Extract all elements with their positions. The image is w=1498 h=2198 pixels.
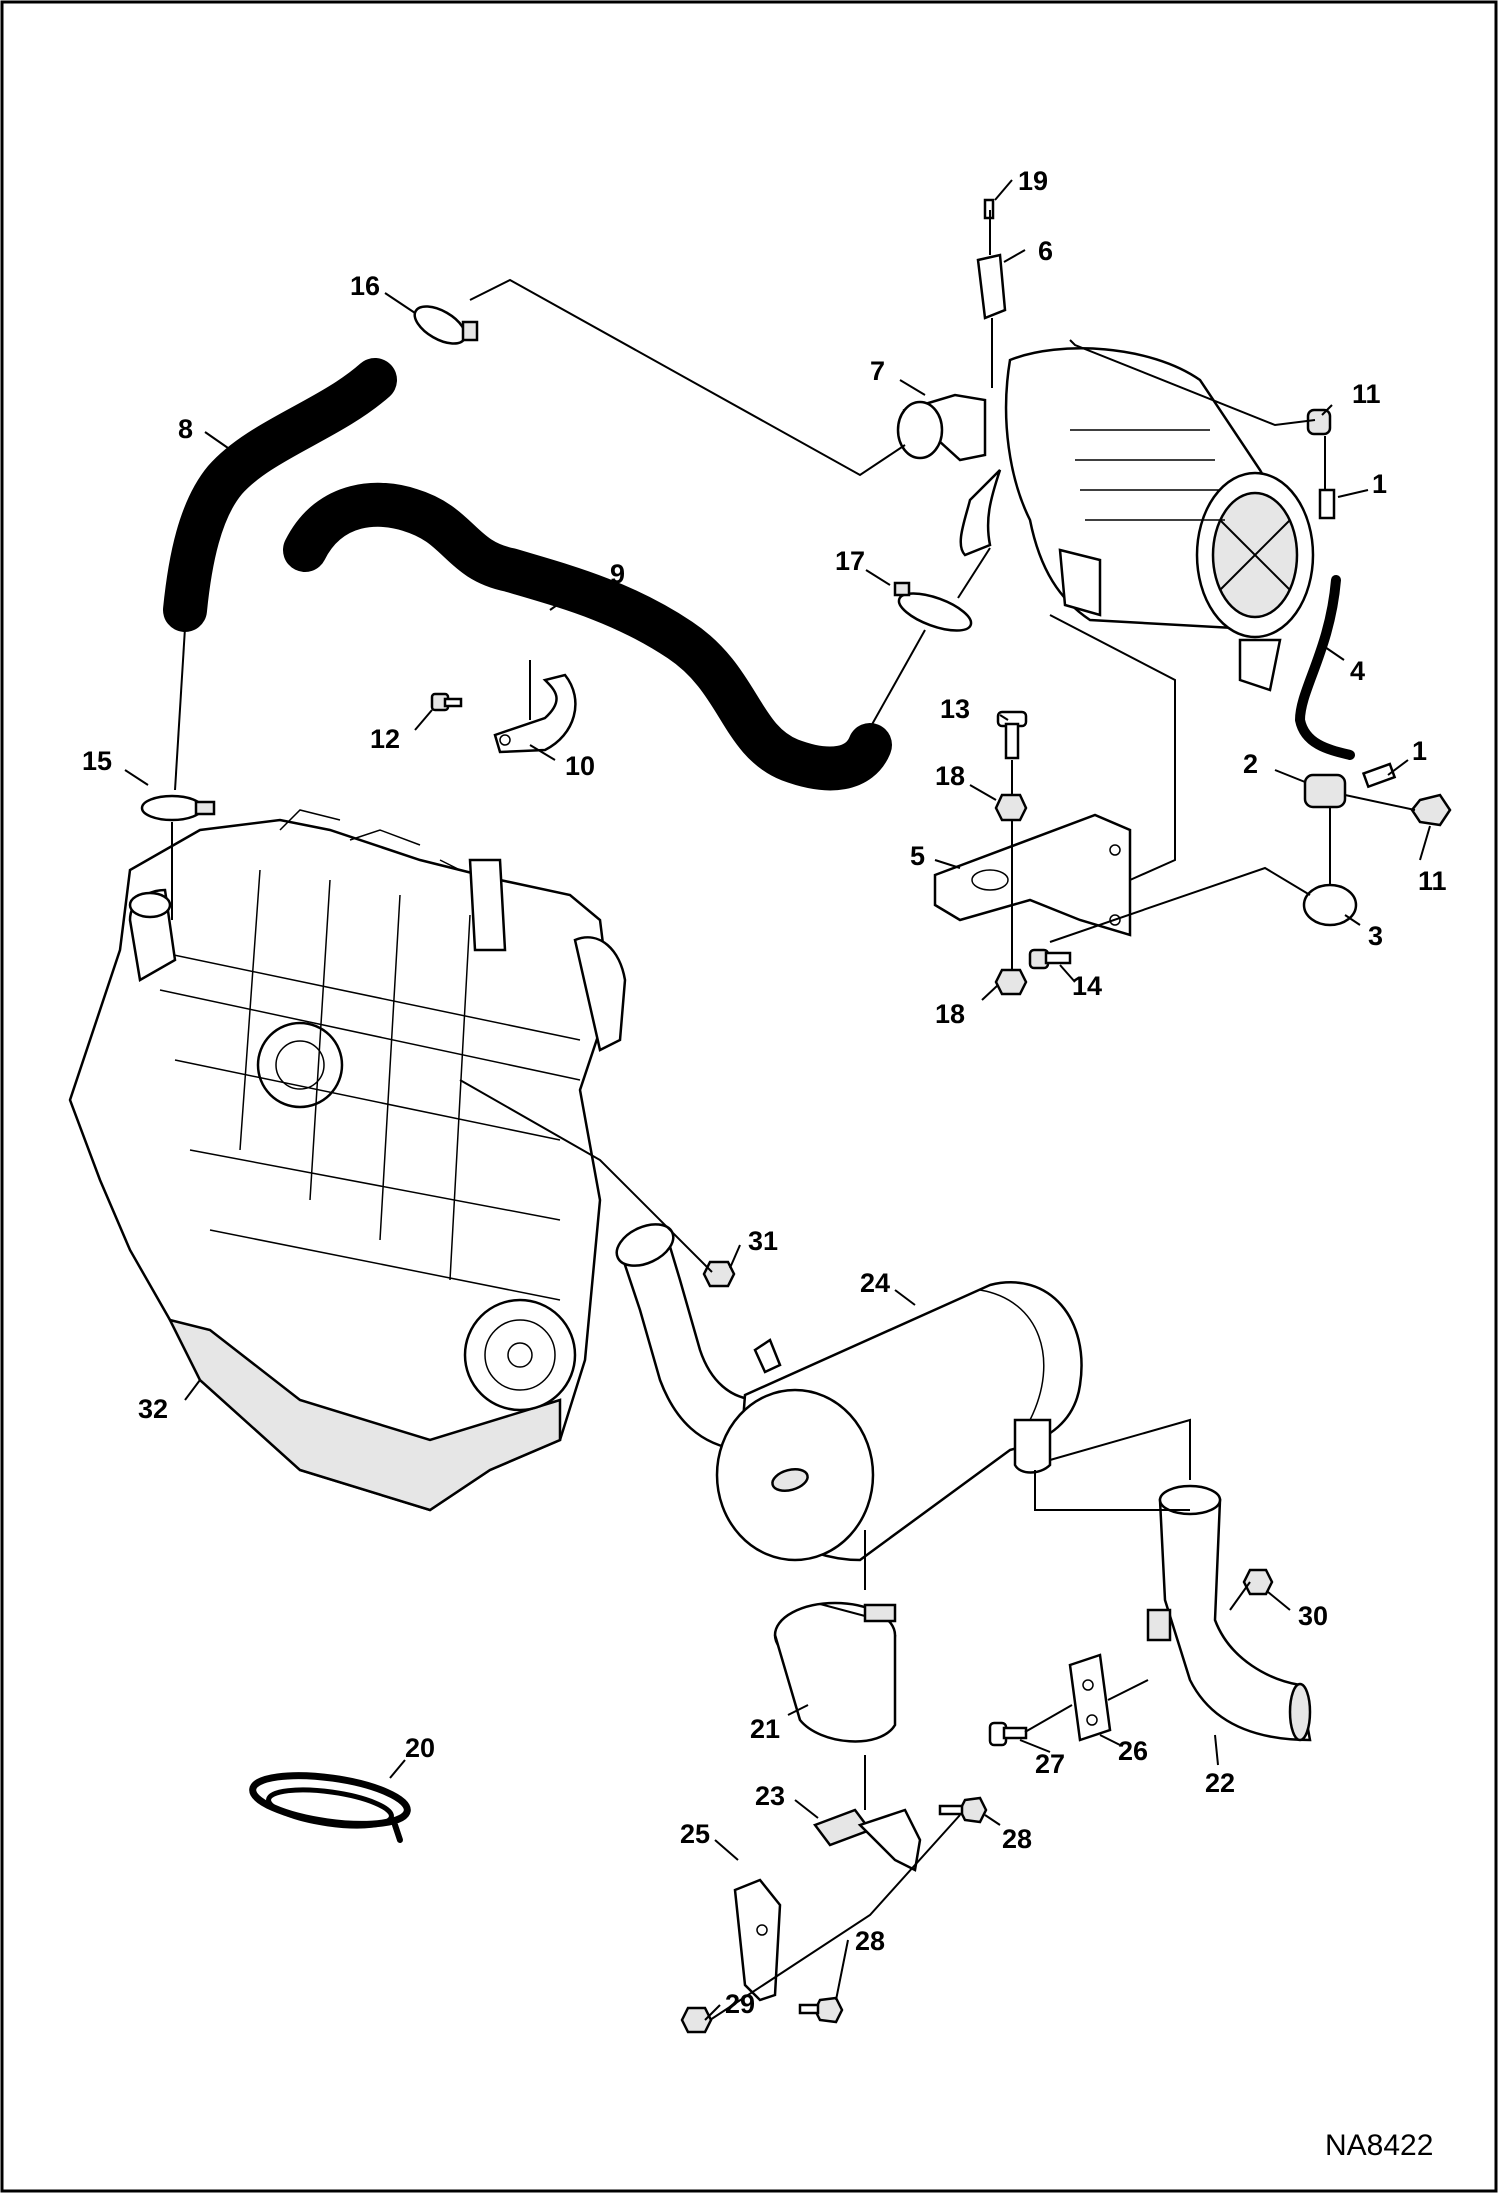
bracket-23	[812, 1808, 922, 1872]
nut-11b	[1410, 793, 1452, 827]
callout-16: 16	[350, 271, 380, 301]
callout-9: 9	[610, 559, 625, 589]
callout-32: 32	[138, 1394, 168, 1424]
indicator-2	[1303, 773, 1347, 809]
fitting-1a	[1318, 488, 1336, 520]
clamp-15	[140, 794, 216, 822]
clamp-3	[1302, 883, 1358, 927]
hose-9	[283, 482, 892, 791]
callout-30: 30	[1298, 1601, 1328, 1631]
muffler-24	[715, 1281, 1083, 1562]
callout-6: 6	[1038, 236, 1053, 266]
callout-18-top: 18	[935, 761, 965, 791]
callout-5: 5	[910, 841, 925, 871]
callout-10: 10	[565, 751, 595, 781]
connection-lines	[171, 210, 1416, 2021]
callout-18-bottom: 18	[935, 999, 965, 1029]
callout-24: 24	[860, 1268, 890, 1298]
nut-31	[702, 1260, 736, 1288]
bracket-26	[1068, 1653, 1112, 1742]
callout-29: 29	[725, 1989, 755, 2019]
bolt-13	[996, 710, 1028, 760]
fitting-1b	[1361, 762, 1397, 789]
callout-1-bottom: 1	[1412, 736, 1427, 766]
callout-3: 3	[1368, 921, 1383, 951]
bolt-14	[1028, 948, 1072, 970]
callouts: 19 6 16 7 8 11 1 17 9 4 13 12 10 1 2 15 …	[82, 166, 1447, 2019]
callout-12: 12	[370, 724, 400, 754]
sensor-6	[976, 253, 1007, 320]
nut-18a	[994, 793, 1028, 822]
air-cleaner	[896, 347, 1315, 692]
nut-18b	[994, 968, 1028, 996]
callout-17: 17	[835, 546, 865, 576]
reference-code: NA8422	[1325, 2129, 1433, 2162]
cap-11a	[1306, 408, 1332, 436]
callout-21: 21	[750, 1714, 780, 1744]
bolt-28b	[798, 1996, 844, 2024]
callout-25: 25	[680, 1819, 710, 1849]
bolt-28a	[938, 1796, 988, 1824]
bracket-5	[933, 813, 1132, 937]
callout-27: 27	[1035, 1749, 1065, 1779]
exhaust-elbow	[615, 1223, 762, 1452]
callout-7: 7	[870, 356, 885, 386]
bracket-10	[493, 673, 577, 754]
bolt-27	[988, 1721, 1028, 1747]
tailpipe-22	[1146, 1484, 1312, 1742]
nut-30	[1242, 1568, 1274, 1596]
callout-11-bottom: 11	[1418, 866, 1447, 896]
hose-8	[163, 358, 397, 632]
bracket-25	[733, 1878, 782, 2002]
callout-13: 13	[940, 694, 970, 724]
callout-20: 20	[405, 1733, 435, 1763]
bolt-12	[430, 692, 463, 712]
callout-19: 19	[1018, 166, 1048, 196]
nut-29	[680, 2006, 713, 2034]
clamp-21	[773, 1601, 897, 1743]
callout-1-top: 1	[1372, 469, 1387, 499]
callout-31: 31	[748, 1226, 778, 1256]
clamp-17	[893, 581, 973, 632]
callout-8: 8	[178, 414, 193, 444]
callout-15: 15	[82, 746, 112, 776]
callout-4: 4	[1350, 656, 1365, 686]
callout-11-top: 11	[1352, 379, 1381, 409]
seal-20	[249, 1772, 411, 1843]
engine-32	[68, 809, 627, 1512]
callout-28-bottom: 28	[855, 1926, 885, 1956]
callout-2: 2	[1243, 749, 1258, 779]
callout-22: 22	[1205, 1768, 1235, 1798]
leader-lines	[124, 179, 1431, 2021]
callout-23: 23	[755, 1781, 785, 1811]
hose-4	[1295, 575, 1355, 760]
callout-28-top: 28	[1002, 1824, 1032, 1854]
callout-14: 14	[1072, 971, 1102, 1001]
clamp-16	[413, 305, 479, 345]
callout-26: 26	[1118, 1736, 1148, 1766]
